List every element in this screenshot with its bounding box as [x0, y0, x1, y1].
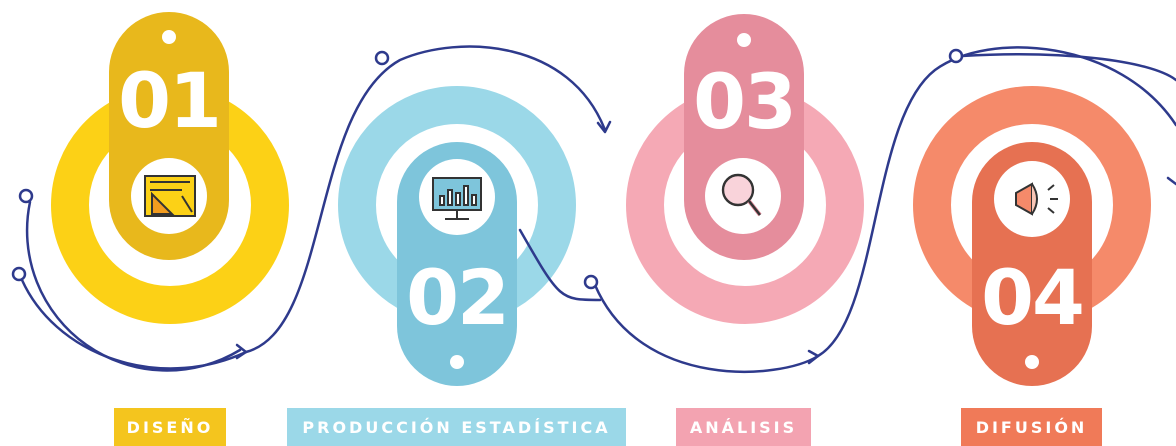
- step-1: 01: [51, 12, 289, 324]
- arc-arrow-3b: [518, 228, 602, 302]
- step-3-number: 03: [693, 57, 795, 146]
- arc-arrow-4b: [960, 53, 1176, 82]
- step-4-hole: [1025, 355, 1039, 369]
- arc-start-2: [374, 50, 390, 66]
- monitor-chart-icon: [432, 177, 482, 220]
- step-3-hole: [737, 33, 751, 47]
- step-1-label: DISEÑO: [114, 408, 226, 446]
- arc-start-1a: [18, 188, 34, 204]
- arc-start-1b: [11, 266, 27, 282]
- step-4-label: DIFUSIÓN: [961, 408, 1102, 446]
- blueprint-icon: [144, 175, 196, 217]
- step-4: 04: [913, 86, 1151, 386]
- arrowhead-2: [596, 120, 612, 134]
- arc-arrow-3: [593, 283, 820, 373]
- arc-arrow-4: [816, 46, 1176, 358]
- step-3-label: ANÁLISIS: [676, 408, 811, 446]
- magnifier-icon: [721, 173, 762, 217]
- step-2-label: PRODUCCIÓN ESTADÍSTICA: [287, 408, 626, 446]
- flow-arrows: [11, 45, 1176, 373]
- arc-arrow-2: [244, 45, 607, 354]
- step-2-number: 02: [406, 253, 508, 342]
- arc-start-4: [948, 48, 964, 64]
- arc-start-3: [583, 274, 599, 290]
- arc-arrow-1b: [20, 278, 248, 370]
- step-2-hole: [450, 355, 464, 369]
- arrowhead-3: [807, 349, 820, 365]
- step-1-hole: [162, 30, 176, 44]
- step-1-number: 01: [118, 56, 220, 145]
- step-2: 02: [338, 86, 576, 386]
- step-3: 03: [626, 14, 864, 324]
- megaphone-icon: [1015, 182, 1058, 216]
- arrowhead-4: [1166, 176, 1176, 186]
- step-4-number: 04: [981, 253, 1083, 342]
